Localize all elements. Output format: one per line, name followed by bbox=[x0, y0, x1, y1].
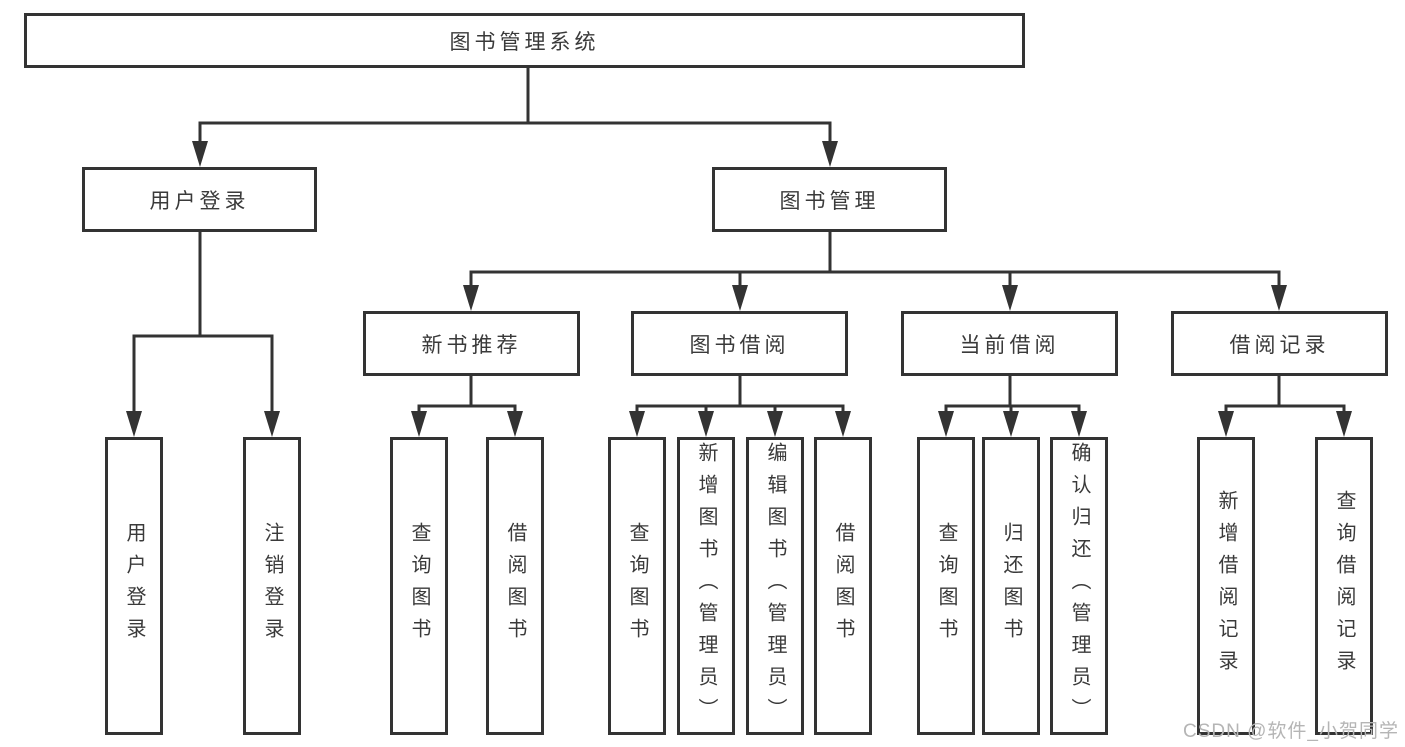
leaf-query-books-recommend: 查询图书 bbox=[390, 437, 448, 735]
leaf-user-login: 用户登录 bbox=[105, 437, 163, 735]
leaf-add-books-admin: 新增图书（管理员） bbox=[677, 437, 735, 735]
leaf-label: 查询借阅记录 bbox=[1333, 490, 1355, 682]
leaf-label: 新增借阅记录 bbox=[1215, 490, 1237, 682]
leaf-label: 新增图书（管理员） bbox=[695, 442, 717, 730]
node-root: 图书管理系统 bbox=[24, 13, 1025, 68]
leaf-label: 用户登录 bbox=[123, 522, 145, 650]
node-current-borrowing: 当前借阅 bbox=[901, 311, 1118, 376]
leaf-label: 查询图书 bbox=[626, 522, 648, 650]
leaf-label: 确认归还（管理员） bbox=[1068, 442, 1090, 730]
leaf-query-books-current: 查询图书 bbox=[917, 437, 975, 735]
leaf-label: 查询图书 bbox=[408, 522, 430, 650]
leaf-confirm-return-admin: 确认归还（管理员） bbox=[1050, 437, 1108, 735]
leaf-label: 归还图书 bbox=[1000, 522, 1022, 650]
leaf-borrow-books-borrowing: 借阅图书 bbox=[814, 437, 872, 735]
leaf-edit-books-admin: 编辑图书（管理员） bbox=[746, 437, 804, 735]
leaf-borrow-books-recommend: 借阅图书 bbox=[486, 437, 544, 735]
leaf-query-borrow-record: 查询借阅记录 bbox=[1315, 437, 1373, 735]
leaf-logout: 注销登录 bbox=[243, 437, 301, 735]
leaf-query-books-borrowing: 查询图书 bbox=[608, 437, 666, 735]
leaf-label: 注销登录 bbox=[261, 522, 283, 650]
leaf-return-books: 归还图书 bbox=[982, 437, 1040, 735]
node-borrowing-records: 借阅记录 bbox=[1171, 311, 1388, 376]
leaf-label: 借阅图书 bbox=[832, 522, 854, 650]
node-book-management: 图书管理 bbox=[712, 167, 947, 232]
leaf-label: 编辑图书（管理员） bbox=[764, 442, 786, 730]
node-user-login: 用户登录 bbox=[82, 167, 317, 232]
arrowheads bbox=[126, 141, 1352, 437]
leaf-label: 借阅图书 bbox=[504, 522, 526, 650]
watermark: CSDN @软件_小贺同学 bbox=[1183, 721, 1399, 742]
leaf-label: 查询图书 bbox=[935, 522, 957, 650]
leaf-add-borrow-record: 新增借阅记录 bbox=[1197, 437, 1255, 735]
node-book-borrowing: 图书借阅 bbox=[631, 311, 848, 376]
node-new-book-recommend: 新书推荐 bbox=[363, 311, 580, 376]
